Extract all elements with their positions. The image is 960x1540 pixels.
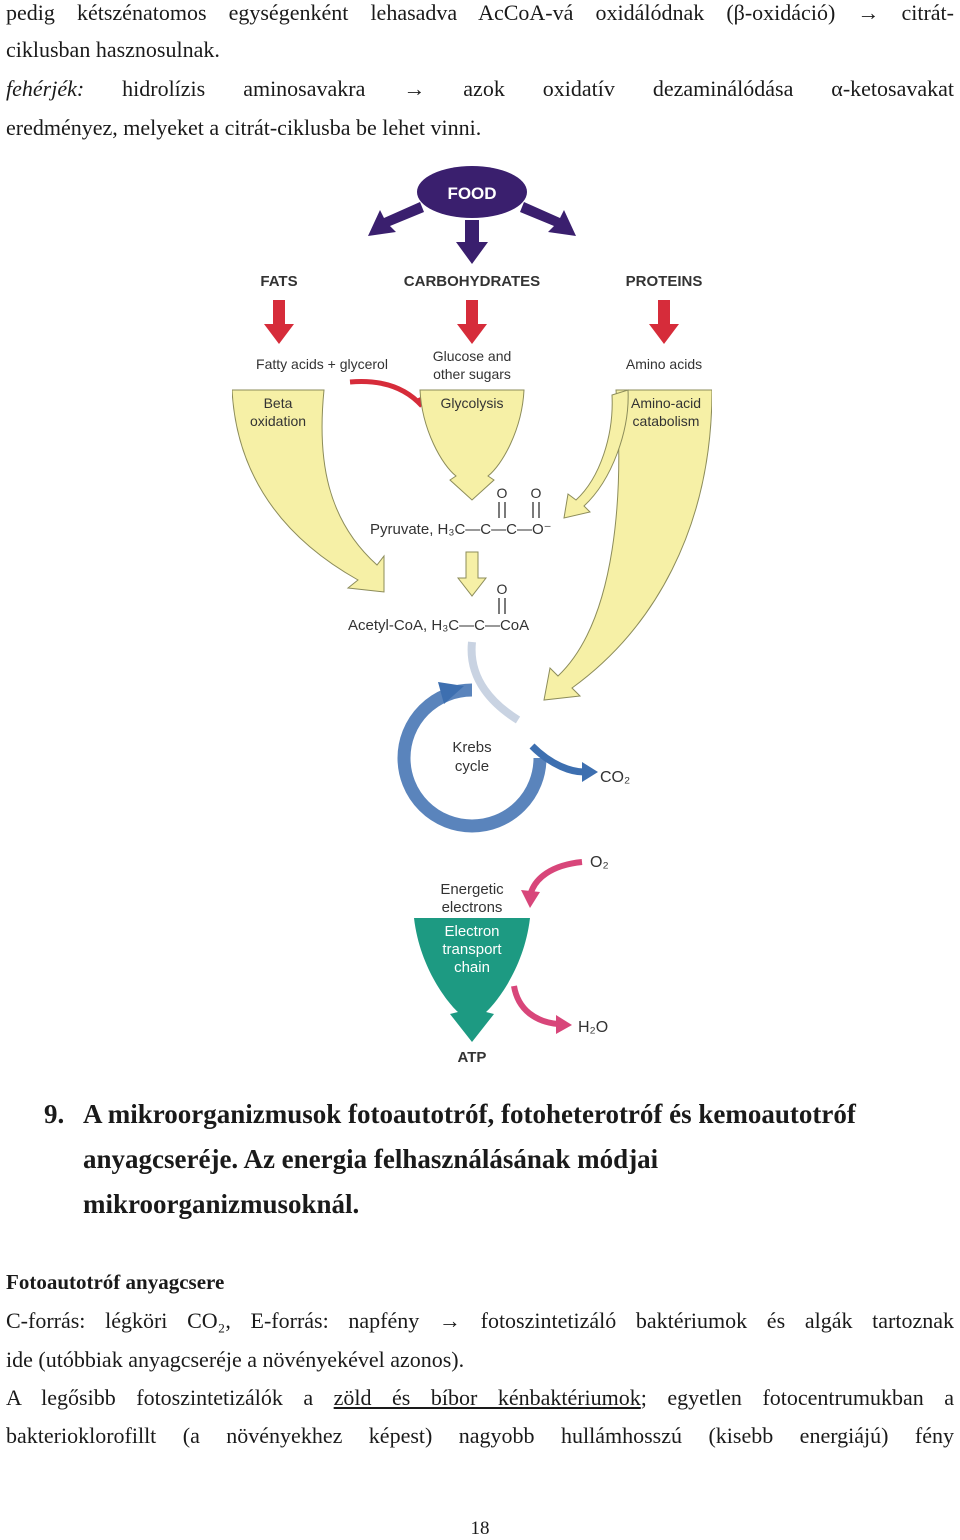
food-arrow-fats bbox=[368, 202, 424, 236]
pyruvate-to-acetyl-flow bbox=[456, 551, 488, 597]
electron-transport-chain bbox=[414, 918, 530, 1042]
etc-label-1: Electron bbox=[444, 923, 499, 940]
section-number: 9. bbox=[44, 1099, 65, 1129]
p2-line-1-post: ; egyetlen fotocentrumukban a bbox=[640, 1385, 955, 1410]
krebs-label-1: Krebs bbox=[452, 739, 491, 756]
amino-catabolism-label-1: Amino-acid bbox=[631, 395, 701, 411]
p2-line-1: A legősibb fotoszintetizálók a zöld és b… bbox=[6, 1385, 954, 1411]
krebs-cycle-ring bbox=[397, 683, 547, 833]
acetyl-o: O bbox=[497, 581, 508, 597]
intro-line-4: eredményez, melyeket a citrát-ciklusba b… bbox=[6, 115, 482, 140]
food-arrow-carbohydrates bbox=[456, 220, 488, 264]
red-arrow-carbohydrates bbox=[457, 300, 487, 344]
food-ellipse bbox=[417, 166, 527, 218]
krebs-cycle-arrowhead bbox=[438, 682, 464, 704]
etc-label-2: transport bbox=[442, 941, 502, 958]
h2o-label: H₂O bbox=[578, 1019, 608, 1036]
metabolism-figure: FOOD FATS CARBOHYDRATES PROTEINS Fatty a… bbox=[232, 160, 712, 1070]
intro-term-proteins: fehérjék: bbox=[6, 76, 85, 101]
food-label: FOOD bbox=[447, 184, 496, 203]
section-title-line-2: anyagcseréje. Az energia felhasználásána… bbox=[83, 1144, 659, 1174]
page-number: 18 bbox=[470, 1518, 490, 1539]
red-arrow-fats bbox=[264, 300, 294, 344]
acetyl-coa-label: Acetyl-CoA, H₃C—C—CoA bbox=[348, 617, 529, 634]
amino-acid-to-pyruvate-flow bbox=[563, 389, 629, 519]
pyruvate-o-1: O bbox=[497, 485, 508, 501]
food-arrow-proteins bbox=[520, 202, 576, 236]
beta-oxidation-flow bbox=[232, 389, 385, 593]
p1-line-1: C-forrás: légköri CO₂, E-forrás: napfény… bbox=[6, 1308, 954, 1333]
atp-label: ATP bbox=[458, 1049, 487, 1066]
amino-acid-catabolism-flow bbox=[543, 389, 712, 701]
p2-line-2: bakterioklorofillt (a növényekhez képest… bbox=[6, 1423, 954, 1448]
glucose-label-2: other sugars bbox=[433, 366, 511, 382]
etc-label-3: chain bbox=[454, 959, 490, 976]
intro-line-3-rest: hidrolízis aminosavakra → azok oxidatív … bbox=[84, 76, 954, 101]
glycolysis-flow bbox=[419, 389, 525, 501]
proteins-label: PROTEINS bbox=[626, 273, 703, 290]
glycolysis-label: Glycolysis bbox=[440, 395, 503, 411]
intro-line-1: pedig kétszénatomos egységenként lehasad… bbox=[6, 0, 954, 25]
glucose-label-1: Glucose and bbox=[433, 348, 512, 364]
beta-oxidation-label-2: oxidation bbox=[250, 413, 306, 429]
amino-catabolism-label-2: catabolism bbox=[633, 413, 700, 429]
co2-release-arrow bbox=[529, 743, 585, 776]
pyruvate-label: Pyruvate, H₃C—C—C—O⁻ bbox=[370, 521, 552, 538]
co2-label: CO₂ bbox=[600, 769, 630, 786]
section-title-line-3: mikroorganizmusoknál. bbox=[83, 1189, 360, 1219]
red-arrow-proteins bbox=[649, 300, 679, 344]
fats-label: FATS bbox=[260, 273, 297, 290]
energetic-label-2: electrons bbox=[442, 899, 503, 916]
carbohydrates-label: CARBOHYDRATES bbox=[404, 273, 540, 290]
o2-label: O₂ bbox=[590, 854, 609, 871]
intro-line-3: fehérjék: hidrolízis aminosavakra → azok… bbox=[6, 76, 954, 102]
fatty-acids-label: Fatty acids + glycerol bbox=[256, 356, 388, 372]
intro-line-2: ciklusban hasznosulnak. bbox=[6, 37, 220, 62]
h2o-output-arrow bbox=[511, 985, 559, 1027]
energetic-label-1: Energetic bbox=[440, 881, 504, 898]
p1-line-2: ide (utóbbiak anyagcseréje a növényekéve… bbox=[6, 1347, 465, 1372]
beta-oxidation-label-1: Beta bbox=[264, 395, 293, 411]
p2-line-1-pre: A legősibb fotoszintetizálók a bbox=[6, 1385, 334, 1410]
acetyl-to-krebs-arrow bbox=[467, 641, 521, 724]
pyruvate-o-2: O bbox=[531, 485, 542, 501]
sulfur-bacteria-link: zöld és bíbor kénbaktériumok bbox=[333, 1385, 641, 1410]
subheading-photoautotroph: Fotoautotróf anyagcsere bbox=[6, 1270, 225, 1294]
amino-acids-label: Amino acids bbox=[626, 356, 702, 372]
krebs-label-2: cycle bbox=[455, 758, 489, 775]
section-title-line-1: A mikroorganizmusok fotoautotróf, fotohe… bbox=[83, 1099, 856, 1129]
